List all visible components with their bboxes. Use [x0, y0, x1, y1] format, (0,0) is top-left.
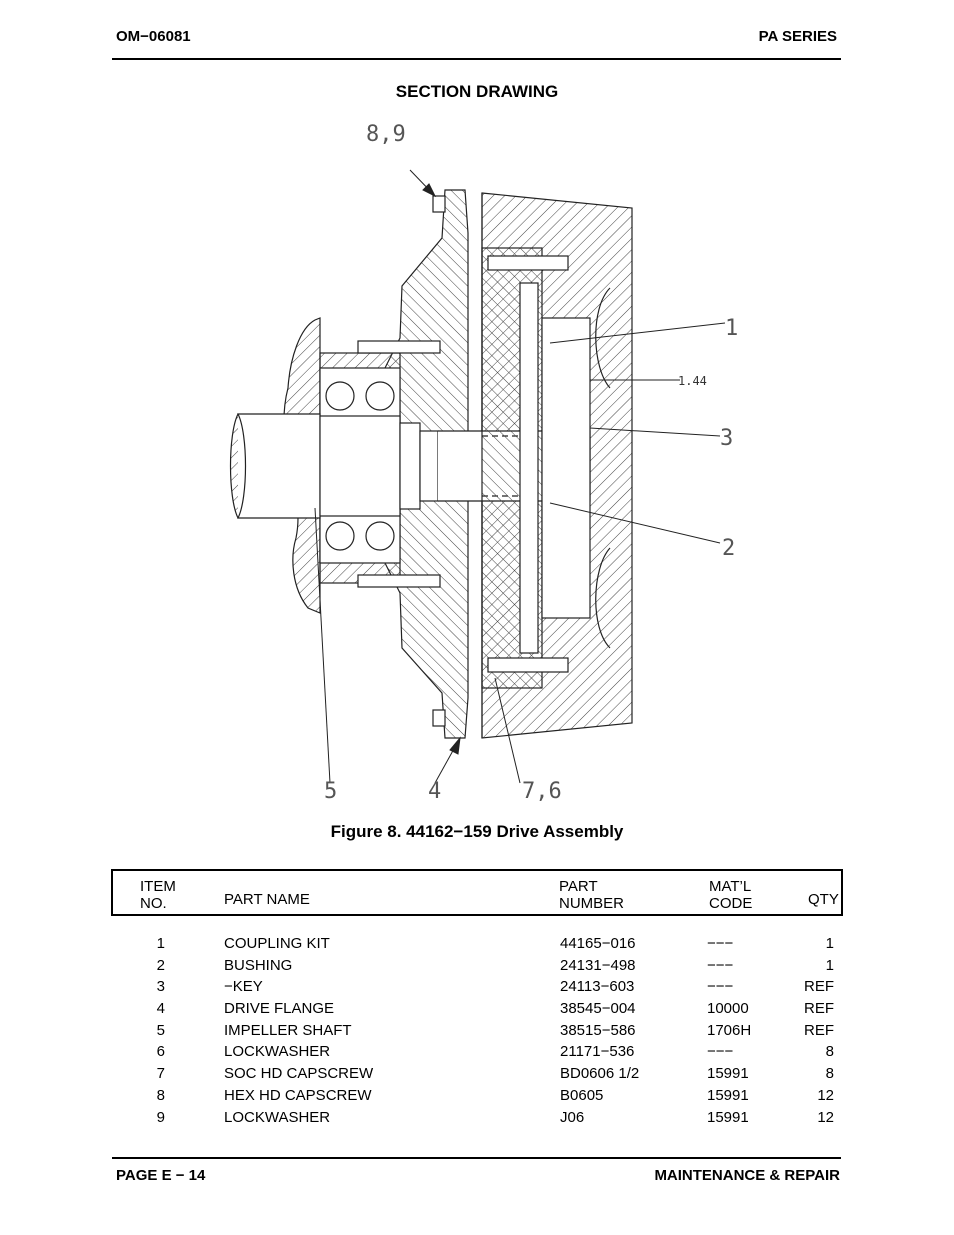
- qty: REF: [804, 1021, 834, 1039]
- mat-code: −−−: [707, 956, 734, 974]
- part-name: IMPELLER SHAFT: [224, 1021, 352, 1039]
- part-number: 24113−603: [560, 978, 635, 996]
- part-name: −KEY: [224, 978, 263, 996]
- item-no: 9: [156, 1108, 165, 1126]
- header-item: ITEM NO.: [140, 878, 176, 912]
- part-number: 24131−498: [560, 956, 636, 974]
- figure-caption: Figure 8. 44162−159 Drive Assembly: [330, 822, 624, 841]
- table-row: 4 DRIVE FLANGE 38545−004 10000 REF: [0, 1000, 954, 1022]
- table-row: 5 IMPELLER SHAFT 38515−586 1706H REF: [0, 1022, 954, 1044]
- qty: 1: [825, 956, 834, 974]
- parts-table-body: 1 COUPLING KIT 44165−016 −−− 1 2 BUSHING…: [0, 935, 954, 1130]
- table-row: 1 COUPLING KIT 44165−016 −−− 1: [0, 935, 954, 957]
- doc-number: OM−06081: [116, 28, 191, 45]
- mat-code: −−−: [707, 978, 734, 996]
- callout-8-9: 8,9: [366, 122, 406, 147]
- callout-7-6: 7,6: [522, 779, 562, 804]
- part-number: J06: [560, 1108, 585, 1126]
- item-no: 5: [156, 1021, 165, 1039]
- header-mat-code: MAT’L CODE: [709, 878, 753, 912]
- series-name: PA SERIES: [758, 28, 837, 45]
- item-no: 3: [156, 978, 165, 996]
- header-part-name: PART NAME: [224, 891, 310, 908]
- item-no: 1: [156, 935, 165, 952]
- qty: 12: [817, 1086, 834, 1104]
- parts-table-header: [111, 869, 843, 916]
- callout-1-44: 1.44: [678, 374, 707, 388]
- part-name: BUSHING: [224, 956, 293, 974]
- part-number: 44165−016: [560, 935, 636, 952]
- callout-2: 2: [722, 536, 735, 561]
- part-number: 21171−536: [560, 1043, 635, 1061]
- qty: 12: [817, 1108, 834, 1126]
- callout-3: 3: [720, 426, 733, 451]
- part-name: SOC HD CAPSCREW: [224, 1065, 374, 1083]
- table-row: 7 SOC HD CAPSCREW BD0606 1/2 15991 8: [0, 1065, 954, 1087]
- table-row: 2 BUSHING 24131−498 −−− 1: [0, 957, 954, 979]
- qty: 8: [825, 1065, 834, 1083]
- table-row: 6 LOCKWASHER 21171−536 −−− 8: [0, 1043, 954, 1065]
- part-number: B0605: [560, 1086, 604, 1104]
- item-no: 7: [156, 1065, 165, 1083]
- callout-5: 5: [324, 779, 337, 804]
- qty: 8: [825, 1043, 834, 1061]
- mat-code: 1706H: [707, 1021, 752, 1039]
- part-name: LOCKWASHER: [224, 1043, 331, 1061]
- part-name: HEX HD CAPSCREW: [224, 1086, 372, 1104]
- item-no: 2: [156, 956, 165, 974]
- footer-section: MAINTENANCE & REPAIR: [654, 1167, 840, 1184]
- table-row: 8 HEX HD CAPSCREW B0605 15991 12: [0, 1087, 954, 1109]
- mat-code: 15991: [707, 1108, 749, 1126]
- header-part-number: PART NUMBER: [559, 878, 625, 912]
- table-row: 3 −KEY 24113−603 −−− REF: [0, 978, 954, 1000]
- callout-4: 4: [428, 779, 441, 804]
- qty: REF: [804, 1000, 834, 1018]
- item-no: 8: [156, 1086, 165, 1104]
- table-row: 9 LOCKWASHER J06 15991 12: [0, 1109, 954, 1131]
- part-number: 38545−004: [560, 1000, 636, 1018]
- qty: REF: [804, 978, 834, 996]
- part-number: BD0606 1/2: [560, 1065, 640, 1083]
- footer-rule: [112, 1157, 841, 1159]
- mat-code: −−−: [707, 1043, 734, 1061]
- mat-code: 15991: [707, 1065, 749, 1083]
- part-name: COUPLING KIT: [224, 935, 330, 952]
- header-rule: [112, 58, 841, 60]
- callout-1: 1: [725, 316, 738, 341]
- item-no: 4: [156, 1000, 165, 1018]
- part-number: 38515−586: [560, 1021, 636, 1039]
- mat-code: 15991: [707, 1086, 749, 1104]
- mat-code: 10000: [707, 1000, 749, 1018]
- drive-assembly-drawing: 8,9 1 1.44 3 2 5 4 7,6: [229, 122, 738, 804]
- mat-code: −−−: [707, 935, 734, 952]
- item-no: 6: [156, 1043, 165, 1061]
- page-number: PAGE E − 14: [116, 1167, 206, 1184]
- header-qty: QTY: [808, 891, 839, 908]
- qty: 1: [825, 935, 834, 952]
- section-title: SECTION DRAWING: [395, 82, 559, 101]
- part-name: DRIVE FLANGE: [224, 1000, 335, 1018]
- part-name: LOCKWASHER: [224, 1108, 331, 1126]
